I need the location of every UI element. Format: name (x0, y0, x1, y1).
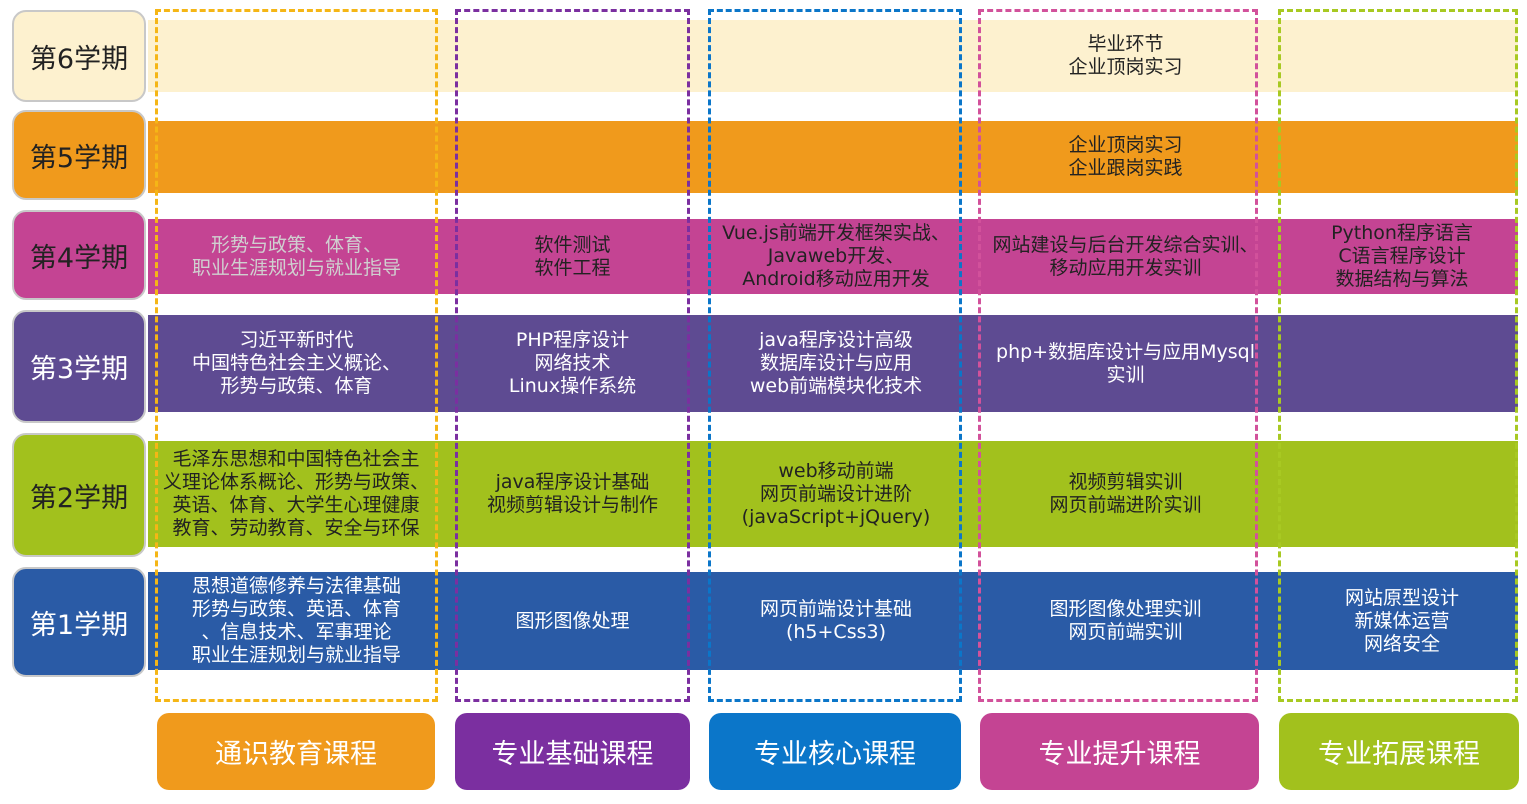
band-s5 (148, 121, 1518, 193)
cell-s1-core: 网页前端设计基础 (h5+Css3) (759, 598, 912, 643)
semester-label-1: 第1学期 (12, 567, 146, 677)
column-border-general (155, 9, 438, 702)
cell-s2-general: 毛泽东思想和中国特色社会主 义理论体系概论、形势与政策、 英语、体育、大学生心理… (162, 448, 429, 539)
cell-s6-upgrade: 毕业环节 企业顶岗实习 (1068, 33, 1183, 78)
category-core: 专业核心课程 (709, 713, 961, 790)
column-border-core (708, 9, 962, 702)
semester-label-3: 第3学期 (12, 310, 146, 423)
cell-s1-general: 思想道德修养与法律基础 形势与政策、英语、体育 、信息技术、军事理论 职业生涯规… (191, 575, 401, 666)
cell-s3-basic: PHP程序设计 网络技术 Linux操作系统 (508, 329, 637, 397)
semester-label-2: 第2学期 (12, 433, 146, 557)
column-border-upgrade (978, 9, 1258, 702)
category-extend: 专业拓展课程 (1279, 713, 1519, 790)
category-general: 通识教育课程 (157, 713, 435, 790)
semester-label-4: 第4学期 (12, 210, 146, 300)
cell-s2-basic: java程序设计基础 视频剪辑设计与制作 (486, 471, 658, 516)
cell-s2-upgrade: 视频剪辑实训 网页前端进阶实训 (1049, 471, 1202, 516)
band-s1 (148, 572, 1518, 670)
band-s6 (148, 20, 1518, 92)
cell-s4-general: 形势与政策、体育、 职业生涯规划与就业指导 (191, 233, 401, 279)
cell-s1-basic: 图形图像处理 (515, 609, 630, 632)
cell-s4-extend: Python程序语言 C语言程序设计 数据结构与算法 (1331, 222, 1473, 290)
semester-label-6: 第6学期 (12, 10, 146, 102)
cell-s4-upgrade: 网站建设与后台开发综合实训、 移动应用开发实训 (992, 233, 1259, 279)
category-basic: 专业基础课程 (455, 713, 690, 790)
cell-s3-core: java程序设计高级 数据库设计与应用 web前端模块化技术 (749, 329, 923, 397)
column-border-basic (455, 9, 690, 702)
cell-s2-core: web移动前端 网页前端设计进阶 (javaScript+jQuery) (741, 459, 931, 528)
semester-label-5: 第5学期 (12, 110, 146, 200)
category-upgrade: 专业提升课程 (980, 713, 1259, 790)
band-s2 (148, 441, 1518, 547)
band-s4 (148, 219, 1518, 294)
cell-s1-extend: 网站原型设计 新媒体运营 网络安全 (1344, 586, 1459, 655)
band-s3 (148, 315, 1518, 412)
cell-s3-general: 习近平新时代 中国特色社会主义概论、 形势与政策、体育 (191, 329, 401, 397)
cell-s1-upgrade: 图形图像处理实训 网页前端实训 (1049, 598, 1202, 643)
cell-s4-core: Vue.js前端开发框架实战、 Javaweb开发、 Android移动应用开发 (722, 222, 950, 290)
cell-s4-basic: 软件测试 软件工程 (534, 233, 611, 279)
column-border-extend (1278, 9, 1518, 702)
cell-s5-upgrade: 企业顶岗实习 企业跟岗实践 (1068, 134, 1183, 179)
cell-s3-upgrade: php+数据库设计与应用Mysql 实训 (996, 341, 1255, 386)
